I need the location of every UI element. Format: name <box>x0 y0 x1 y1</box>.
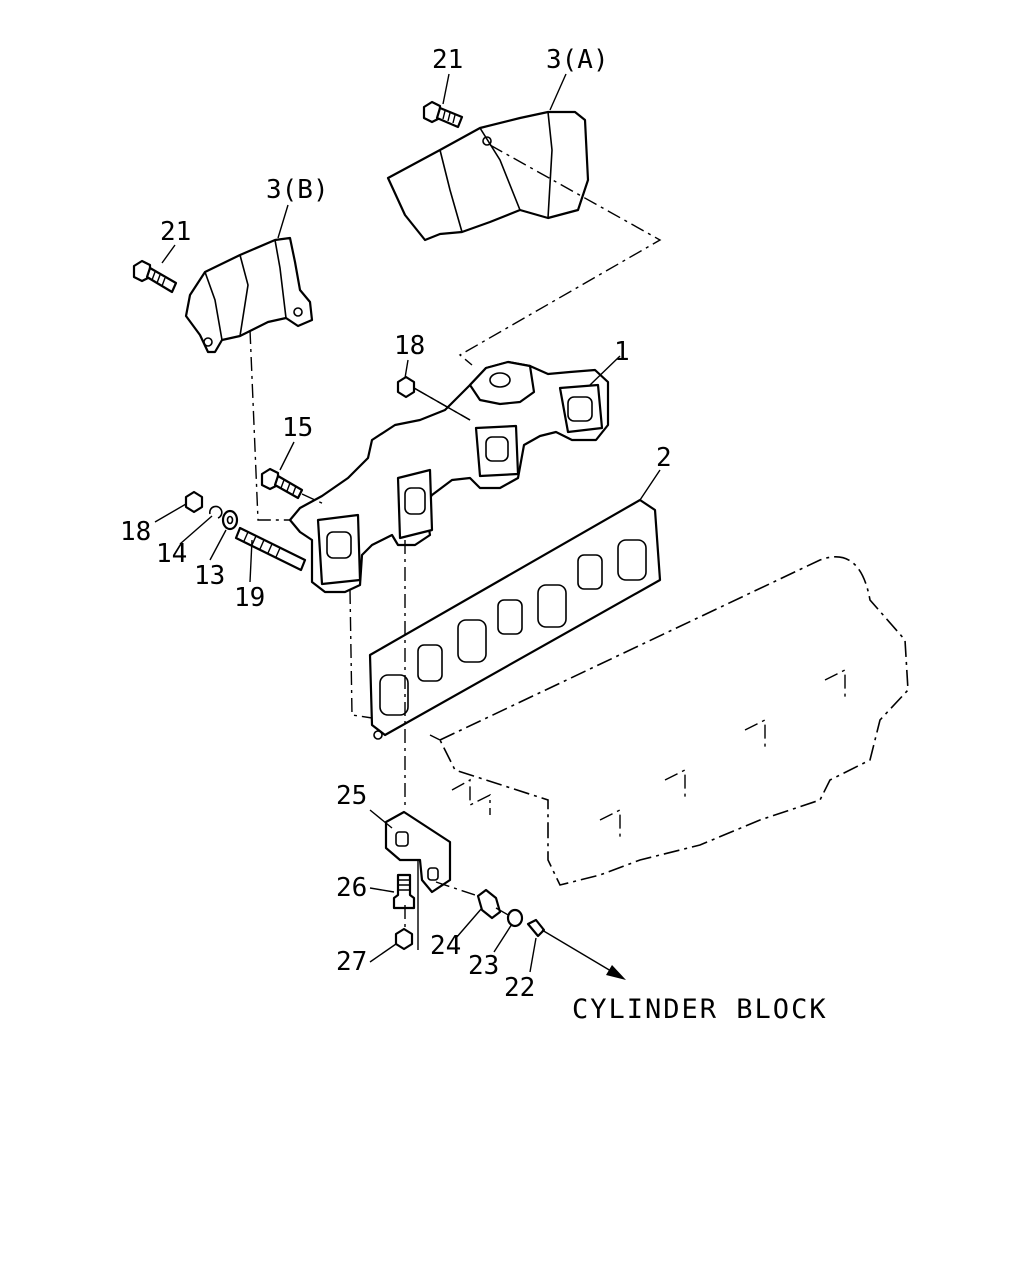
label-part-18-left: 18 <box>120 517 151 547</box>
nut-27 <box>394 927 414 951</box>
stud-19 <box>234 526 307 572</box>
label-part-27: 27 <box>336 947 367 977</box>
cylinder-block-outline <box>438 556 909 886</box>
bolt-26 <box>392 873 416 910</box>
label-part-19: 19 <box>234 583 265 613</box>
cylinder-block-caption: CYLINDER BLOCK <box>572 994 828 1025</box>
label-part-3a: 3(A) <box>546 45 609 75</box>
bolt-21-top <box>422 100 464 129</box>
connector-24 <box>476 888 502 920</box>
fitting-22 <box>526 918 546 938</box>
label-part-2: 2 <box>656 443 672 473</box>
heat-shield-a <box>386 110 590 242</box>
label-part-1: 1 <box>614 337 630 367</box>
label-part-24: 24 <box>430 931 461 961</box>
label-part-26: 26 <box>336 873 367 903</box>
label-part-3b: 3(B) <box>266 175 329 205</box>
heat-shield-b <box>184 236 314 354</box>
bracket-25 <box>384 810 452 894</box>
label-part-23: 23 <box>468 951 499 981</box>
label-part-18-top: 18 <box>394 331 425 361</box>
spring-washer-14 <box>209 505 223 519</box>
washer-23 <box>506 908 524 928</box>
label-part-13: 13 <box>194 561 225 591</box>
label-part-22: 22 <box>504 973 535 1003</box>
assembly-guide-lines <box>249 144 662 950</box>
bolt-21-left <box>132 259 178 294</box>
label-part-25: 25 <box>336 781 367 811</box>
bolt-15 <box>260 467 327 506</box>
label-part-14: 14 <box>156 539 187 569</box>
exhaust-manifold <box>288 360 610 594</box>
label-part-21-top: 21 <box>432 45 463 75</box>
cylinder-block-arrow <box>541 929 626 980</box>
nut-18-left <box>184 490 204 514</box>
label-part-15: 15 <box>282 413 313 443</box>
leader-lines <box>154 73 661 973</box>
washer-13 <box>221 509 239 531</box>
label-part-21-left: 21 <box>160 217 191 247</box>
